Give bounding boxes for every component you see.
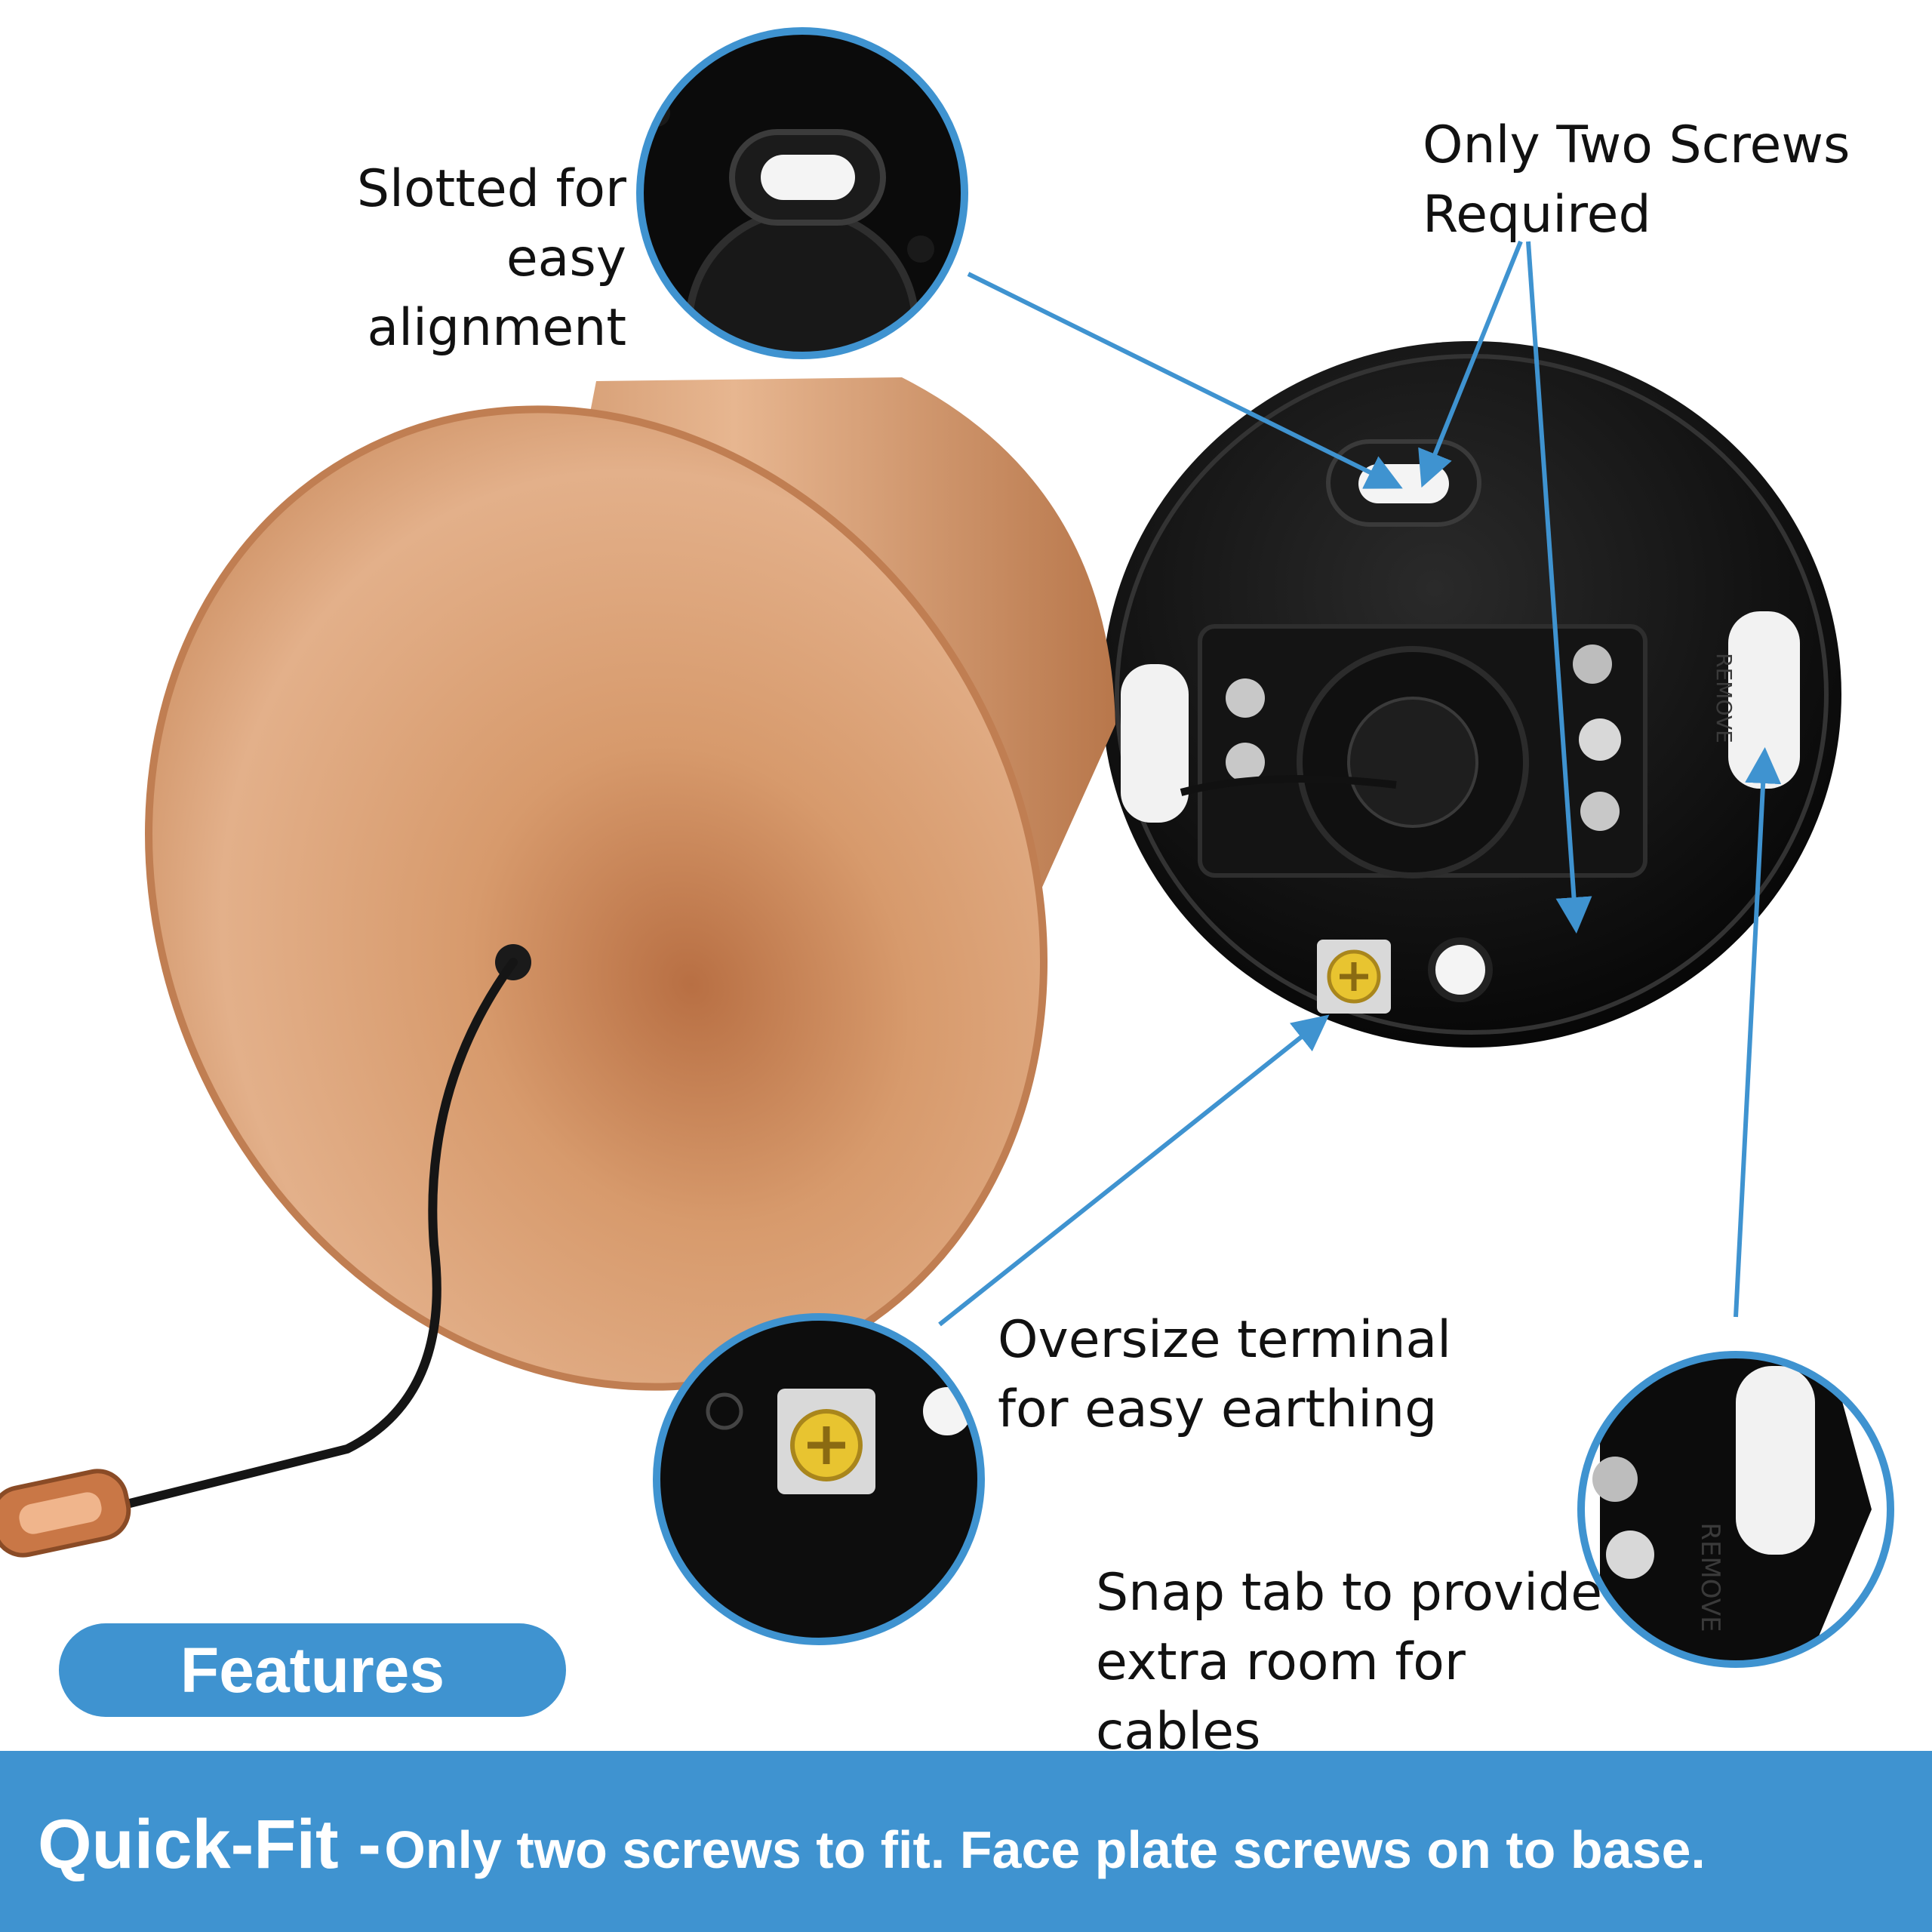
footer-headline: Quick-Fit -	[38, 1806, 381, 1883]
callout-terminal-line2: for easy earthing	[998, 1380, 1438, 1439]
callout-terminal: Oversize terminal for easy earthing	[998, 1306, 1466, 1444]
base-slot-top	[1326, 439, 1481, 527]
pull-cord	[101, 958, 518, 1514]
remove-label: REMOVE	[1712, 653, 1737, 743]
copper-cover	[145, 377, 1115, 1391]
callout-snap-tab-line2: extra room for cables	[1096, 1632, 1466, 1761]
arrow-screw-top	[1418, 240, 1523, 488]
callout-snap-tab-line1: Snap tab to provide	[1096, 1563, 1603, 1623]
callout-terminal-line1: Oversize terminal	[998, 1310, 1452, 1370]
footer-description: Only two screws to fit. Face plate screw…	[384, 1820, 1706, 1879]
arrow-terminal	[938, 1014, 1330, 1327]
footer-text: Quick-Fit - Only two screws to fit. Face…	[38, 1805, 1706, 1884]
callout-two-screws-line2: Required	[1423, 185, 1651, 245]
arrow-snap-tab	[1734, 747, 1782, 1318]
terminal-screw	[1226, 678, 1265, 718]
base-plate: REMOVE	[1102, 341, 1841, 1048]
cord-end-toggle	[0, 1469, 131, 1558]
terminal-screw	[1579, 718, 1621, 761]
zoom-snap-tab-detail: REMOVE	[1577, 1351, 1894, 1668]
callout-slotted: Slotted for easy alignment	[226, 155, 626, 363]
arrow-slot	[967, 272, 1403, 489]
terminal-screw	[1573, 645, 1612, 684]
terminal-screw	[1580, 792, 1620, 831]
callout-arrows	[938, 240, 1782, 1327]
callout-two-screws: Only Two Screws Required	[1423, 111, 1921, 250]
features-badge: Features	[59, 1623, 566, 1717]
arrow-screw-bottom	[1526, 241, 1592, 934]
zoom-slot-detail	[636, 27, 968, 359]
footer-banner: Quick-Fit - Only two screws to fit. Face…	[0, 1751, 1932, 1932]
callout-slotted-line2: alignment	[367, 298, 626, 358]
callout-two-screws-line1: Only Two Screws	[1423, 115, 1850, 175]
base-slot-right	[1728, 611, 1800, 789]
callout-slotted-line1: Slotted for easy	[356, 159, 626, 288]
terminal-screw	[1226, 743, 1265, 782]
pull-cord-inner	[1180, 775, 1397, 796]
base-slot-left	[1121, 664, 1189, 823]
zoom-terminal-detail	[653, 1313, 985, 1645]
remove-label-zoom: REMOVE	[1695, 1522, 1725, 1632]
fixing-hole	[1428, 937, 1493, 1002]
callout-snap-tab: Snap tab to provide extra room for cable…	[1096, 1558, 1624, 1767]
